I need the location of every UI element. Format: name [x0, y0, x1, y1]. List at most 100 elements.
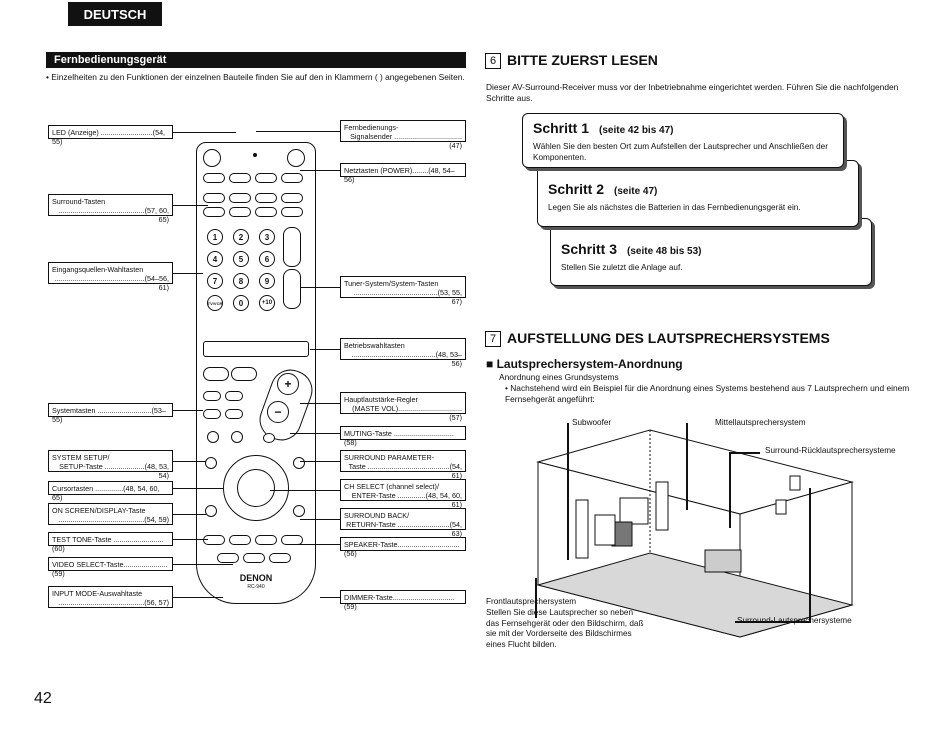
leader-line: [173, 273, 203, 274]
leader-line: [300, 519, 340, 520]
leader-line: [173, 461, 206, 462]
key-7: 7: [207, 273, 223, 289]
leader-line: [320, 597, 340, 598]
ffwd-button: [225, 409, 243, 419]
language-tab: DEUTSCH: [68, 2, 162, 26]
enter-button: [237, 469, 275, 507]
step-3-pages: (seite 48 bis 53): [627, 246, 702, 257]
led-indicator: [253, 153, 257, 157]
leader-line: [256, 131, 340, 132]
label-surround-back: Surround-Rücklautsprechersysteme: [765, 446, 896, 455]
callout-ch-select: CH SELECT (channel select)/ENTER-Taste .…: [340, 479, 466, 509]
callout-surround-param: SURROUND PARAMETER-Taste ...............…: [340, 450, 466, 480]
section-6-title: BITTE ZUERST LESEN: [507, 52, 658, 68]
volume-up: +: [277, 373, 299, 395]
section-7-number: 7: [485, 330, 501, 347]
remote-brand: DENON: [239, 573, 273, 583]
key-2: 2: [233, 229, 249, 245]
analog-button: [243, 553, 265, 563]
leader-surround: [735, 488, 811, 623]
pause-button: [207, 431, 219, 443]
record-button: [231, 431, 243, 443]
surround-button-4: [281, 193, 303, 203]
step-1-card: Schritt 1(seite 42 bis 47) Wählen Sie de…: [522, 113, 844, 168]
leader-line: [310, 349, 340, 350]
label-front-title: Frontlautsprechersystem: [486, 597, 577, 606]
input-mode-button: [217, 553, 239, 563]
onscreen-button: [205, 505, 217, 517]
leader-line: [290, 433, 340, 434]
remote-control-drawing: 1 2 3 4 5 6 7 8 9 TV/VCR 0 +10 + − DENON…: [196, 142, 319, 604]
callout-test-tone: TEST TONE-Taste ........................…: [48, 532, 173, 553]
front-right-speaker: [655, 481, 669, 531]
callout-tuner: Tuner-System/System-Tasten..............…: [340, 276, 466, 306]
surround-cinema-button: [229, 193, 251, 203]
leader-line: [173, 564, 233, 565]
callout-led: LED (Anzeige) ..........................…: [48, 125, 173, 146]
key-1: 1: [207, 229, 223, 245]
section-7-heading: 7 AUFSTELLUNG DES LAUTSPRECHERSYSTEMS: [485, 330, 925, 348]
center-speaker-stand: [594, 514, 616, 546]
leader-line: [300, 170, 340, 171]
callout-surround: Surround-Tasten.........................…: [48, 194, 173, 224]
step-2-title: Schritt 2: [548, 181, 605, 197]
return-button: [293, 505, 305, 517]
key-0: 0: [233, 295, 249, 311]
video-select-button: [229, 535, 251, 545]
surround-back-speaker: [789, 475, 801, 491]
volume-down: −: [267, 401, 289, 423]
surround-button-1: [203, 193, 225, 203]
leader-line: [173, 539, 208, 540]
leader-line: [173, 514, 206, 515]
stop-button: [231, 367, 257, 381]
key-9: 9: [259, 273, 275, 289]
step-2-pages: (seite 47): [614, 186, 658, 197]
key-plus-10: +10: [259, 295, 275, 311]
step-3-desc: Stellen Sie zuletzt die Anlage auf.: [561, 263, 683, 272]
callout-mode-select: Betriebswahltasten......................…: [340, 338, 466, 368]
key-4: 4: [207, 251, 223, 267]
step-1-pages: (seite 42 bis 47): [599, 125, 674, 136]
label-front-desc: Stellen Sie diese Lautsprecher so neben …: [486, 608, 644, 649]
channel-rocker-2: [283, 269, 301, 309]
label-center: Mittellautsprechersystem: [715, 418, 806, 427]
section-7-title: AUFSTELLUNG DES LAUTSPRECHERSYSTEMS: [507, 330, 830, 346]
leader-line: [300, 287, 340, 288]
key-tv-vcr: TV/VCR: [207, 295, 223, 311]
callout-muting: MUTING-Taste ...........................…: [340, 426, 466, 447]
direct-button: [203, 207, 225, 217]
subsection-line1: Anordnung eines Grundsystems: [499, 372, 619, 382]
leader-surround-back: [729, 452, 760, 528]
callout-video-select: VIDEO SELECT-Taste......................…: [48, 557, 173, 578]
source-tv-button: [281, 173, 303, 183]
callout-dimmer: DIMMER-Taste............................…: [340, 590, 466, 611]
tv: [619, 497, 649, 525]
surround-button-8: [281, 207, 303, 217]
remote-model: RC-940: [247, 584, 265, 590]
step-1-desc: Wählen Sie den besten Ort zum Aufstellen…: [533, 142, 828, 162]
front-left-speaker: [575, 499, 589, 559]
key-8: 8: [233, 273, 249, 289]
callout-system: Systemtasten ...........................…: [48, 403, 173, 424]
surround-button-7: [255, 207, 277, 217]
muting-button: [263, 433, 275, 443]
room-diagram: [535, 423, 854, 638]
page-number: 42: [34, 690, 52, 707]
step-2-desc: Legen Sie als nächstes die Batterien in …: [548, 203, 801, 212]
sofa: [704, 549, 742, 573]
step-2-card: Schritt 2 (seite 47) Legen Sie als nächst…: [537, 160, 859, 227]
leader-line: [300, 461, 340, 462]
source-dbs-button: [255, 173, 277, 183]
room-floor: [536, 552, 854, 638]
play-button: [203, 367, 229, 381]
skip-back-button: [203, 391, 221, 401]
test-tone-button: [203, 535, 225, 545]
callout-ir-sender: Fernbedienungs-Signalsender ............…: [340, 120, 466, 150]
menu-button: [293, 457, 305, 469]
callout-surround-back: SURROUND BACK/RETURN-Taste .............…: [340, 508, 466, 538]
leader-line: [173, 132, 236, 133]
callout-power: Netztasten (POWER)........(48, 54–56): [340, 163, 466, 184]
leader-line: [173, 597, 223, 598]
stereo-button: [229, 207, 251, 217]
